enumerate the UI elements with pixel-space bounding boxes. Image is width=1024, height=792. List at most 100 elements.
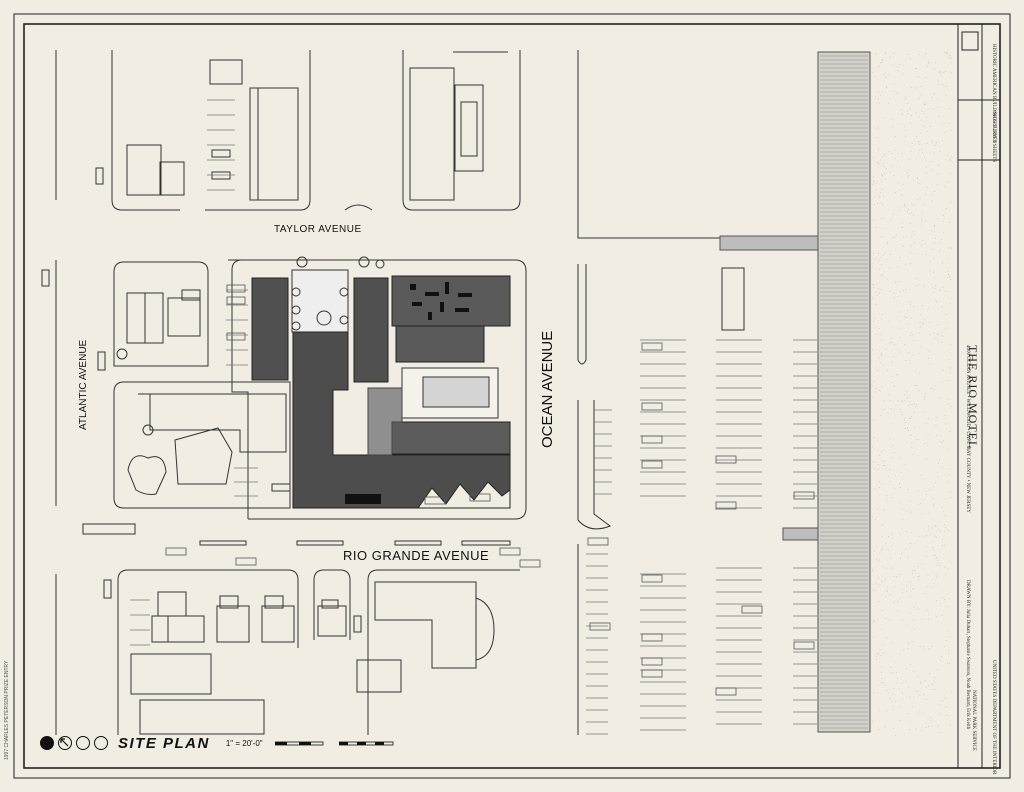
block-atlantic-north xyxy=(113,261,209,367)
sand-dot xyxy=(881,91,883,93)
sand-dot xyxy=(883,173,885,175)
sand-dot xyxy=(879,551,881,553)
sand-dot xyxy=(881,58,883,60)
sand-dot xyxy=(881,629,883,631)
sand-dot xyxy=(903,400,905,402)
sand-dot xyxy=(910,252,912,254)
sand-dot xyxy=(873,692,875,694)
sand-dot xyxy=(909,353,910,354)
sand-dot xyxy=(911,511,913,513)
motel-courtyard xyxy=(291,269,349,333)
courtyard-trees xyxy=(291,256,385,331)
parked-car xyxy=(715,501,737,510)
sand-dot xyxy=(908,223,910,225)
sand-dot xyxy=(873,157,875,159)
sand-dot xyxy=(878,288,880,290)
parked-car xyxy=(641,669,663,678)
sand-dot xyxy=(947,259,949,261)
sand-dot xyxy=(908,729,910,730)
parked-car xyxy=(793,641,815,650)
sand-dot xyxy=(936,576,937,578)
sand-dot xyxy=(933,486,935,487)
sand-dot xyxy=(914,68,916,70)
sand-dot xyxy=(931,489,933,491)
sand-dot xyxy=(935,337,937,339)
site-plan-title: SITE PLAN xyxy=(118,734,210,752)
sand-dot xyxy=(880,352,882,354)
parking-rio-west xyxy=(130,599,150,646)
sand-dot xyxy=(948,56,950,58)
sand-dot xyxy=(872,67,874,69)
sand-dot xyxy=(892,537,894,539)
sand-dot xyxy=(949,55,951,56)
sand-dot xyxy=(899,290,901,292)
sand-dot xyxy=(876,128,878,130)
sand-dot xyxy=(935,237,936,239)
sand-dot xyxy=(873,468,875,470)
sand-dot xyxy=(873,550,875,552)
sand-dot xyxy=(915,370,917,372)
sand-dot xyxy=(950,57,952,59)
sand-dot xyxy=(916,384,918,386)
sand-dot xyxy=(910,122,912,124)
sand-dot xyxy=(923,319,925,321)
sand-dot xyxy=(932,287,933,289)
sand-dot xyxy=(942,369,944,371)
sand-dot xyxy=(882,228,884,230)
sand-dot xyxy=(949,405,951,407)
sand-dot xyxy=(937,559,939,561)
sand-dot xyxy=(935,333,937,335)
sand-dot xyxy=(887,102,889,104)
sand-dot xyxy=(927,586,929,588)
sand-dot xyxy=(925,116,927,118)
sand-dot xyxy=(910,57,912,59)
sand-dot xyxy=(893,174,895,176)
taylor-avenue-label: TAYLOR AVENUE xyxy=(274,224,362,235)
sand-dot xyxy=(886,710,888,712)
sand-dot xyxy=(950,343,952,345)
sand-dot xyxy=(937,528,939,530)
sand-dot xyxy=(929,534,931,536)
sand-dot xyxy=(918,76,920,78)
sand-dot xyxy=(901,113,903,115)
sand-dot xyxy=(943,123,945,125)
sand-dot xyxy=(888,536,889,538)
sand-dot xyxy=(892,672,894,673)
sand-dot xyxy=(899,487,901,488)
sand-dot xyxy=(926,172,928,174)
sand-dot xyxy=(924,125,926,127)
sand-dot xyxy=(903,245,905,247)
sand-dot xyxy=(933,93,935,95)
sand-dot xyxy=(913,233,915,235)
sand-dot xyxy=(875,96,877,98)
sand-dot xyxy=(893,687,895,689)
sand-dot xyxy=(945,498,947,500)
sand-dot xyxy=(922,536,924,538)
parked-car xyxy=(641,657,663,666)
sand-dot xyxy=(937,475,939,477)
sand-dot xyxy=(879,649,881,651)
sand-dot xyxy=(921,512,923,514)
sand-dot xyxy=(927,444,929,446)
sand-dot xyxy=(904,344,906,346)
sand-dot xyxy=(893,575,895,577)
sand-dot xyxy=(908,54,910,55)
sand-dot xyxy=(905,427,906,429)
parked-car xyxy=(641,460,663,469)
pool-area xyxy=(401,367,499,419)
sand-dot xyxy=(937,173,939,175)
boardwalk-planks xyxy=(820,55,868,729)
sand-dot xyxy=(881,459,883,461)
sand-dot xyxy=(923,693,924,695)
sand-dot xyxy=(882,254,884,256)
sand-dot xyxy=(938,80,939,82)
parked-car xyxy=(641,633,663,642)
sand-dot xyxy=(950,159,952,161)
sand-dot xyxy=(887,475,889,477)
sand-dot xyxy=(916,608,918,610)
sand-dot xyxy=(950,367,951,369)
sand-dot xyxy=(913,696,915,698)
sand-dot xyxy=(931,586,933,588)
sand-dot xyxy=(905,264,906,266)
sand-dot xyxy=(922,210,924,212)
